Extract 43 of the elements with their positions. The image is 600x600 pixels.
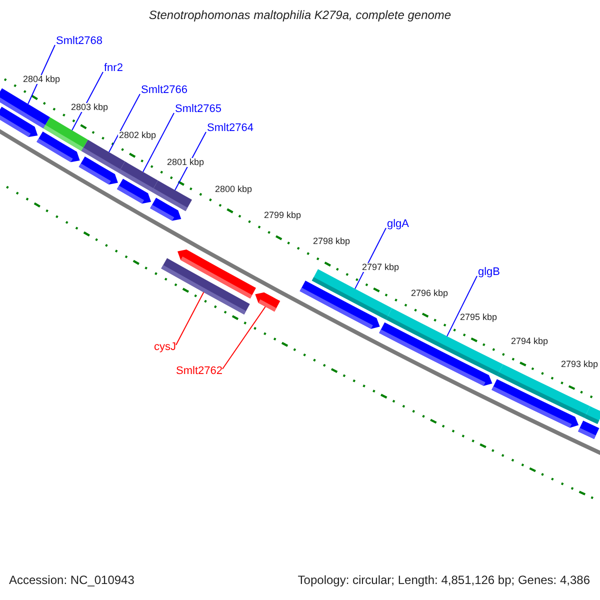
- leader-line: [446, 276, 478, 337]
- gene-bar: [36, 132, 80, 162]
- gene-label: Smlt2768: [56, 36, 102, 47]
- footer-text: Accession: NC_010943: [9, 574, 134, 586]
- leader-line: [142, 112, 174, 172]
- leader-line: [72, 72, 104, 131]
- gene-label: cysJ: [154, 342, 176, 353]
- title: Stenotrophomonas maltophilia K279a, complete genome: [148, 9, 452, 21]
- position-label: 2794 kbp: [510, 337, 550, 346]
- gene-bar: [150, 198, 182, 221]
- position-label: 2803 kbp: [70, 103, 110, 112]
- leader-line: [28, 44, 56, 104]
- gene-label: Smlt2762: [176, 366, 222, 377]
- position-label: 2801 kbp: [166, 158, 206, 167]
- footer-text: Topology: circular; Length: 4,851,126 bp; Genes: 4,386: [298, 574, 590, 586]
- leader-line: [222, 306, 266, 370]
- position-label: 2798 kbp: [312, 237, 352, 246]
- gene-bar: [0, 106, 38, 138]
- gene-bar: [379, 322, 492, 386]
- leader-line: [108, 94, 140, 153]
- leader-line: [176, 292, 204, 346]
- gene-bar: [78, 156, 118, 184]
- gene-label: Smlt2766: [141, 85, 188, 96]
- position-label: 2802 kbp: [118, 131, 158, 140]
- gene-bar: [161, 258, 250, 314]
- position-label: 2800 kbp: [214, 185, 254, 194]
- gene-label: Smlt2764: [207, 123, 254, 134]
- gene-label: fnr2: [104, 63, 123, 74]
- gene-label: glgA: [387, 219, 410, 230]
- position-label: 2797 kbp: [361, 263, 400, 272]
- position-label: 2793 kbp: [560, 360, 600, 369]
- gene-label: glgB: [478, 267, 500, 278]
- gene-bar: [584, 406, 600, 424]
- gene-bar: [300, 280, 380, 329]
- position-label: 2795 kbp: [459, 313, 498, 322]
- gene-bar: [255, 292, 280, 312]
- gene-label: Smlt2765: [175, 104, 222, 115]
- position-label: 2804 kbp: [22, 75, 62, 84]
- gene-bar: [578, 420, 600, 440]
- position-label: 2799 kbp: [263, 211, 302, 220]
- position-label: 2796 kbp: [410, 289, 450, 298]
- gene-bar: [492, 379, 579, 428]
- gene-bar: [116, 178, 152, 204]
